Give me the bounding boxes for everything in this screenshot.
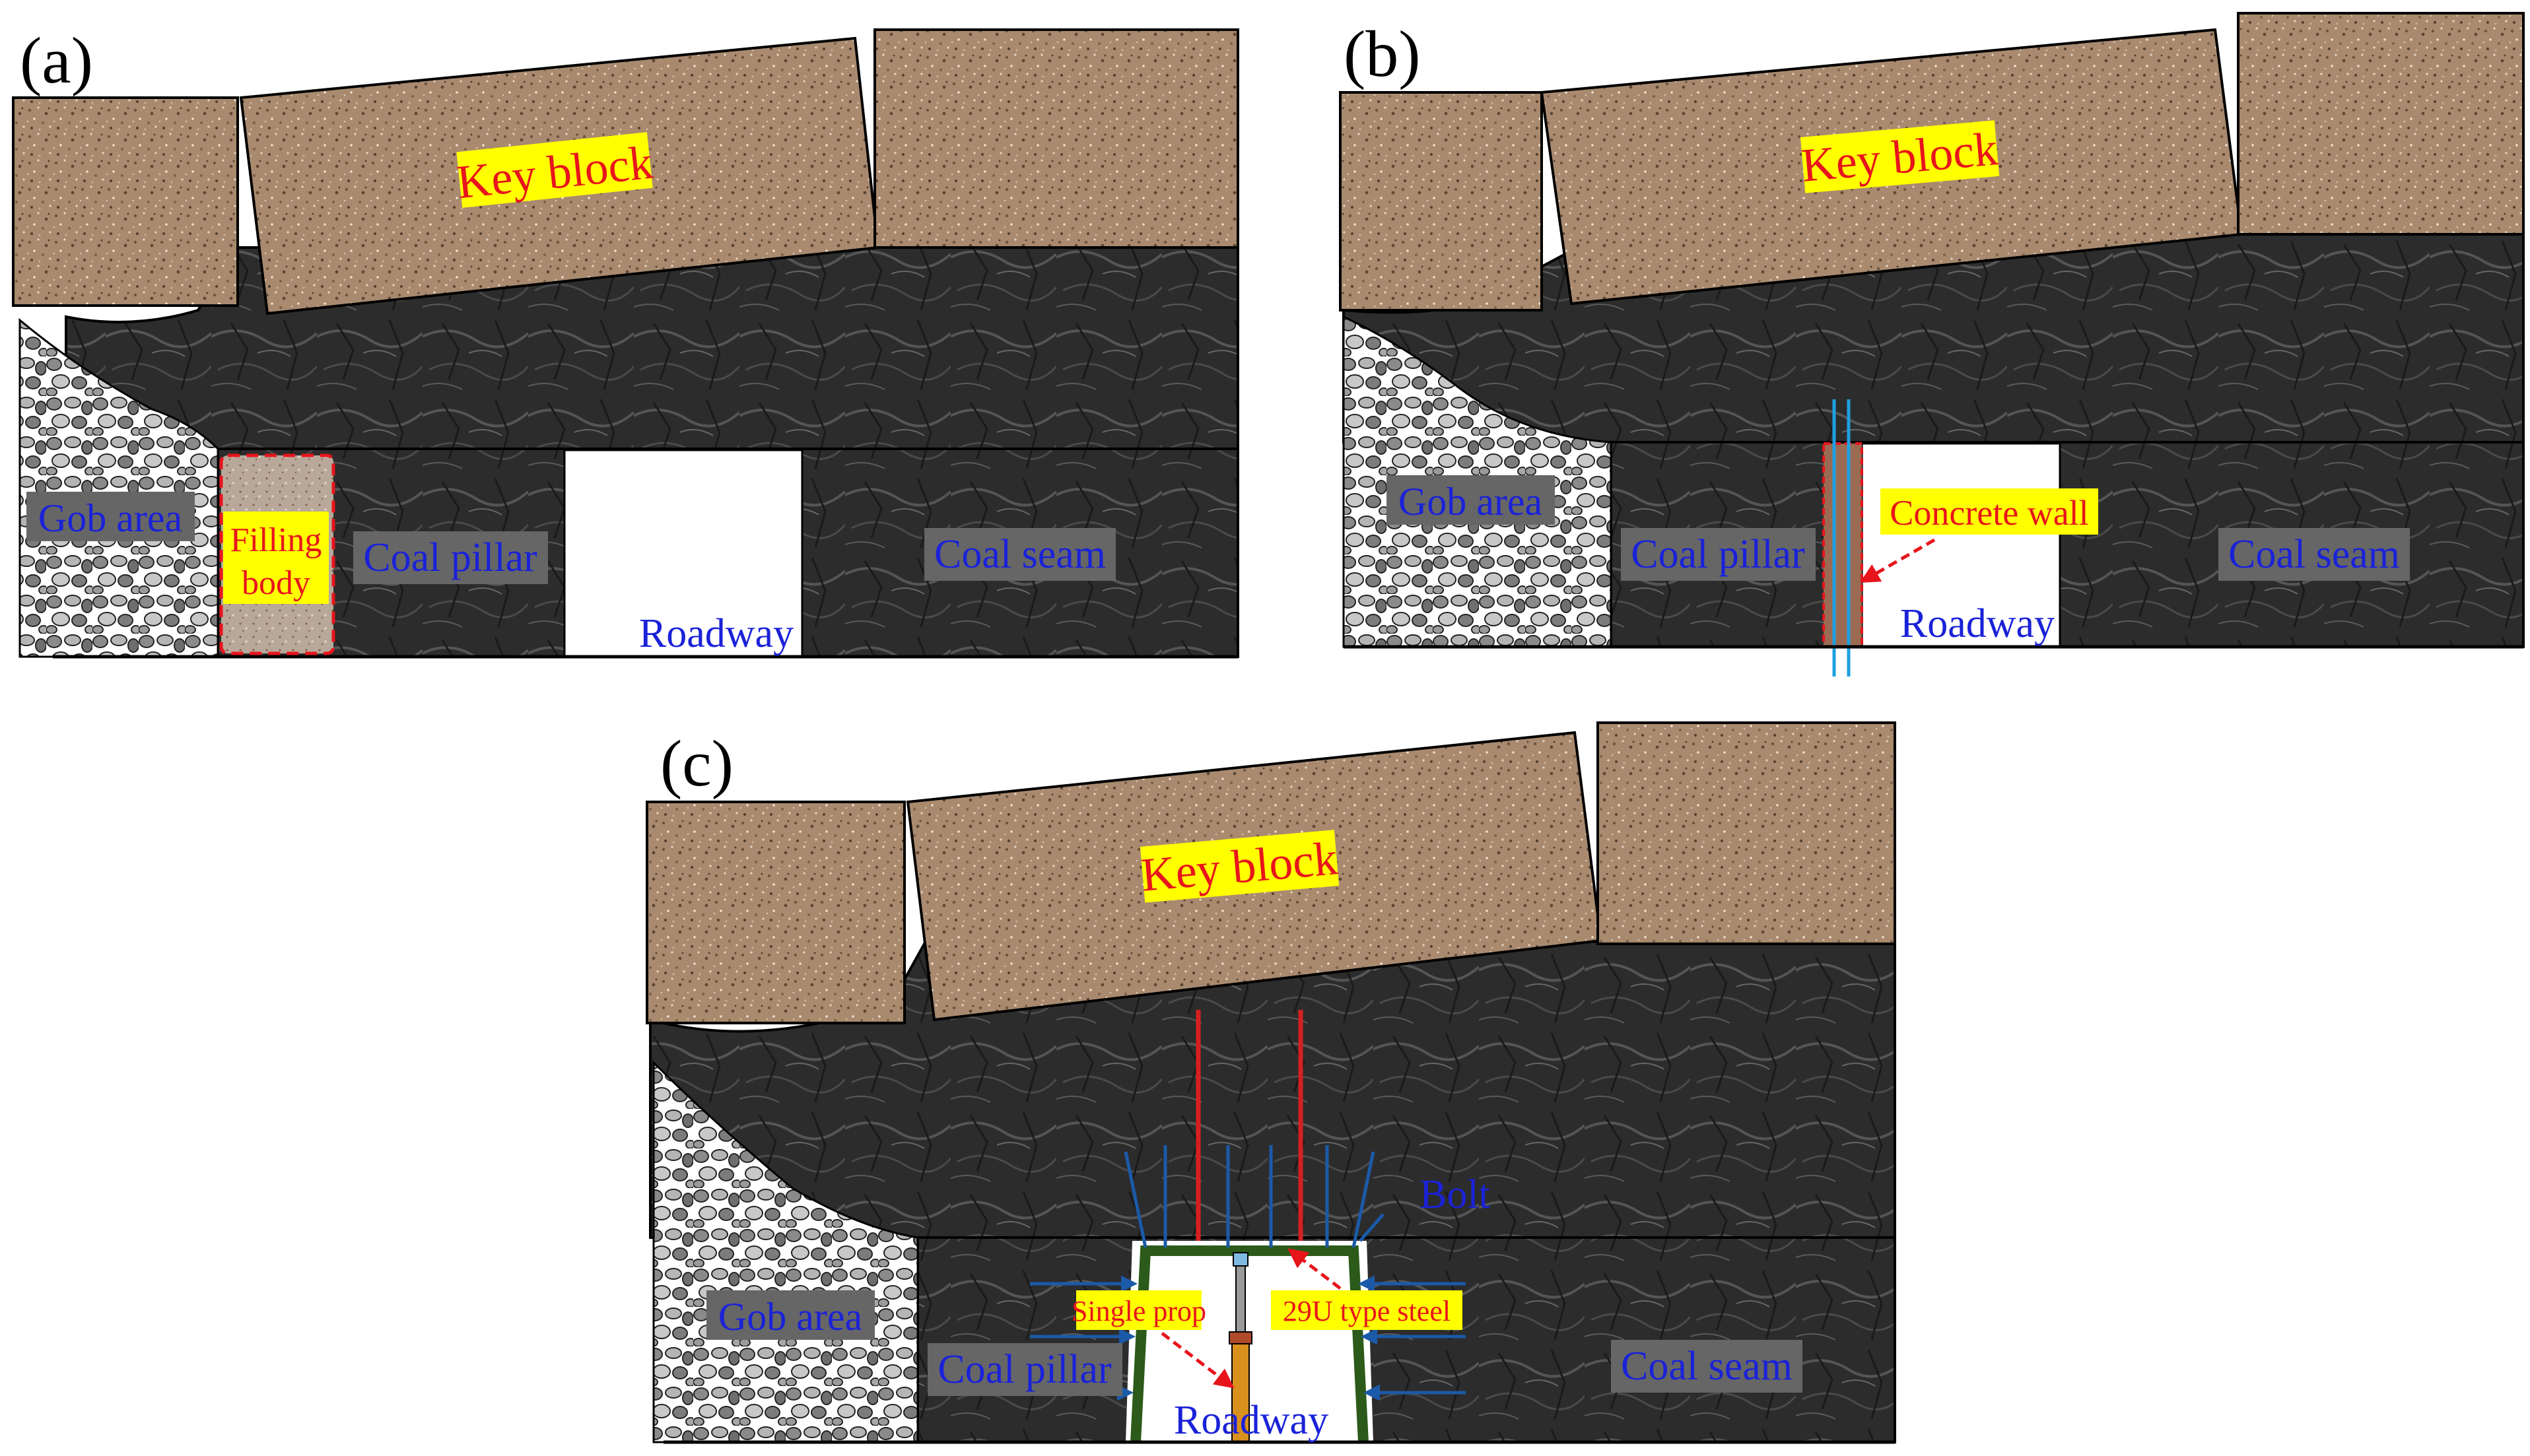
coal-overburden bbox=[65, 246, 1239, 450]
left-block-c bbox=[646, 801, 906, 1024]
panel-label-b: (b) bbox=[1344, 17, 1421, 90]
right-block-a bbox=[873, 28, 1239, 249]
gob-area-label-b: Gob area bbox=[1398, 480, 1542, 523]
roadway-b bbox=[1861, 442, 2061, 648]
bolt-label: Bolt bbox=[1419, 1172, 1490, 1217]
single-prop-label: Single prop bbox=[1072, 1295, 1206, 1327]
right-block-c bbox=[1596, 721, 1896, 945]
single-prop-arrow bbox=[1161, 1332, 1235, 1389]
u-type-steel-arch bbox=[1130, 1245, 1369, 1443]
filling-body-label-1: Filling bbox=[230, 521, 322, 559]
roadway-label-a: Roadway bbox=[639, 611, 794, 656]
left-block-a bbox=[12, 96, 239, 307]
coal-pillar-label-a: Coal pillar bbox=[363, 535, 537, 580]
single-prop bbox=[1231, 1343, 1250, 1443]
coal-seam-label-c: Coal seam bbox=[1621, 1344, 1793, 1389]
gob-area-label-a: Gob area bbox=[38, 496, 182, 540]
gob-area-a bbox=[18, 317, 219, 658]
coal-seam-label-a: Coal seam bbox=[934, 532, 1106, 577]
roadway-a bbox=[563, 449, 803, 658]
panel-a: (a) Key block Gob area Filling body Coal… bbox=[12, 24, 1239, 659]
gob-area-c bbox=[652, 1060, 919, 1443]
filling-body-label-2: body bbox=[242, 564, 310, 602]
roadway-label-b: Roadway bbox=[1900, 601, 2055, 646]
coal-seam-label-b: Coal seam bbox=[2228, 532, 2400, 577]
coal-pillar-label-c: Coal pillar bbox=[938, 1347, 1112, 1392]
right-block-b bbox=[2237, 12, 2525, 236]
panel-label-c: (c) bbox=[660, 727, 734, 800]
panel-label-a: (a) bbox=[20, 24, 93, 97]
gob-area-label-c: Gob area bbox=[718, 1295, 862, 1339]
concrete-wall-label: Concrete wall bbox=[1890, 493, 2088, 533]
steel-arrow bbox=[1287, 1248, 1342, 1290]
panel-c: (c) Key block Gob area Coal pillar Bolt … bbox=[646, 721, 1896, 1444]
concrete-wall bbox=[1822, 442, 1863, 648]
panel-b: (b) Key block Gob area Coal pillar Concr… bbox=[1339, 12, 2525, 677]
steel-label: 29U type steel bbox=[1283, 1295, 1451, 1327]
coal-pillar-label-b: Coal pillar bbox=[1631, 532, 1805, 577]
roadway-label-c: Roadway bbox=[1174, 1398, 1328, 1443]
left-block-b bbox=[1339, 91, 1543, 312]
